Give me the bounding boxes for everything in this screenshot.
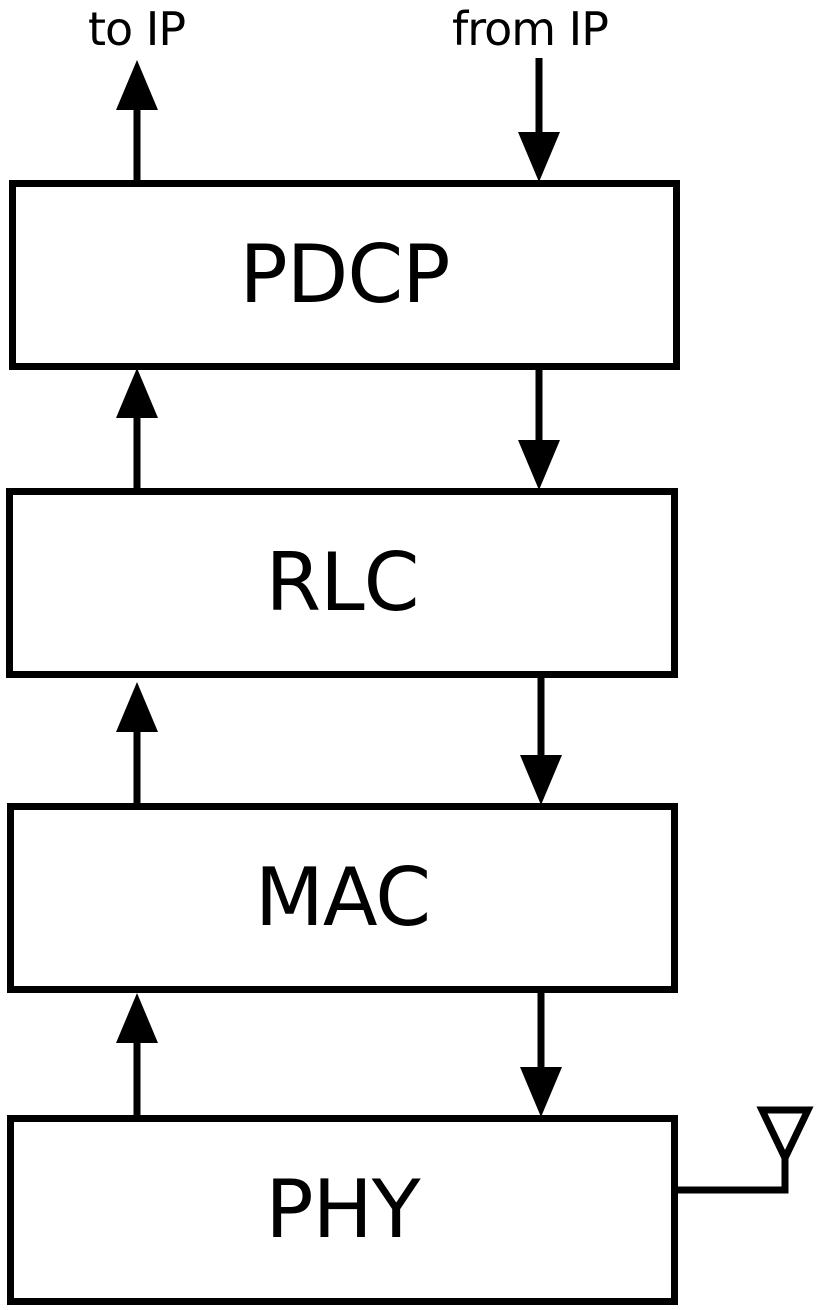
down-arrowhead-to-phy (520, 1067, 562, 1117)
mac-layer-box: MAC (7, 803, 678, 993)
antenna-icon (678, 1155, 789, 1194)
phy-layer-label: PHY (265, 1163, 420, 1256)
pdcp-layer-label: PDCP (239, 228, 451, 321)
pdcp-layer-box: PDCP (9, 180, 680, 370)
up-arrowhead-to-mac (116, 993, 158, 1043)
phy-layer-box: PHY (7, 1115, 678, 1305)
mac-layer-label: MAC (254, 851, 431, 944)
up-arrowhead-to-pdcp (116, 368, 158, 418)
down-arrowhead-to-mac (520, 755, 562, 805)
up-arrowhead-to-ip (116, 60, 158, 110)
antenna-head-icon (756, 1106, 814, 1167)
to-ip-label: to IP (88, 2, 186, 56)
from-ip-label: from IP (452, 2, 609, 56)
rlc-layer-label: RLC (265, 536, 419, 629)
rlc-layer-box: RLC (6, 488, 678, 678)
down-arrowhead-to-rlc (518, 440, 560, 490)
down-arrowhead-to-pdcp (518, 132, 560, 182)
up-arrowhead-to-rlc (116, 682, 158, 732)
